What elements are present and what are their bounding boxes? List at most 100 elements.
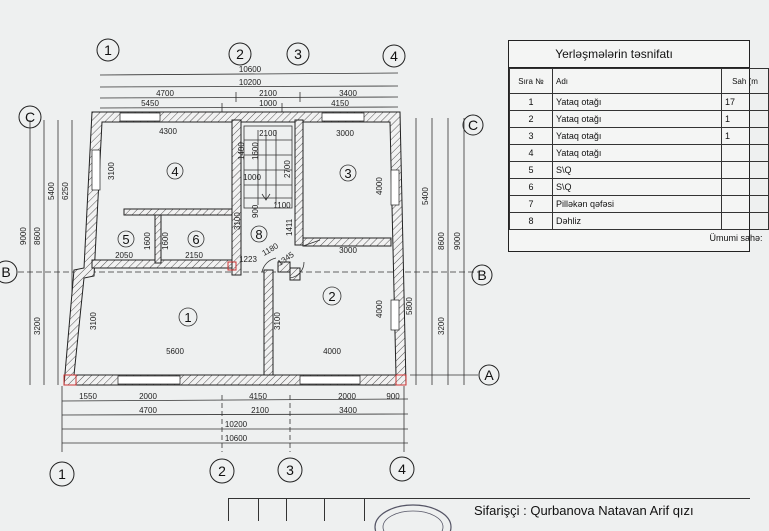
bottom-dimensions: 1550 2000 4150 2000 900 4700 2100 3400 1…	[61, 386, 409, 452]
axis-label-3-top: 3	[294, 46, 302, 62]
row-name: Yataq otağı	[552, 144, 722, 162]
floor-plan: 1 2 3 4 10600 10200 4700 2100 3400 5450 …	[0, 38, 500, 487]
dim-top-4150: 4150	[331, 99, 349, 108]
axis-label-3-bottom: 3	[286, 462, 294, 478]
dim-bottom-2100: 2100	[251, 406, 269, 415]
dim-bottom-4150: 4150	[249, 392, 267, 401]
stamp-icon	[374, 504, 452, 531]
dim-1000: 1000	[243, 173, 261, 182]
dim-r5-width: 2050	[115, 251, 133, 260]
dim-r6-height: 1600	[161, 232, 170, 250]
title-block-cell	[364, 499, 465, 521]
dim-right-5400: 5400	[421, 187, 430, 205]
dim-right-5800: 5800	[405, 297, 414, 315]
title-block-cell	[228, 499, 259, 521]
title-block-cell	[324, 499, 365, 521]
dim-bottom-10200: 10200	[225, 420, 248, 429]
row-area	[721, 212, 769, 230]
row-name: Yataq otağı	[552, 127, 722, 145]
dim-stair-width: 2100	[259, 129, 277, 138]
dim-1100: 1100	[273, 201, 291, 210]
title-block-cell	[286, 499, 325, 521]
row-name: Yataq otağı	[552, 93, 722, 111]
axis-label-4-top: 4	[390, 48, 398, 64]
dim-r2-height-2: 3100	[273, 312, 282, 330]
axis-label-2-top: 2	[236, 46, 244, 62]
room-label-8: 8	[255, 227, 262, 242]
row-name: S\Q	[552, 161, 722, 179]
dim-right-3200: 3200	[437, 317, 446, 335]
row-no: 4	[509, 144, 553, 162]
dim-r2-height: 4000	[375, 300, 384, 318]
dim-900: 900	[251, 204, 260, 218]
row-no: 3	[509, 127, 553, 145]
row-no: 2	[509, 110, 553, 128]
room-label-6: 6	[192, 232, 199, 247]
staircase	[243, 125, 293, 209]
dim-1411: 1411	[285, 218, 294, 236]
dim-top-10200: 10200	[239, 78, 262, 87]
dim-r4-width: 4300	[159, 127, 177, 136]
dim-left-3200: 3200	[33, 317, 42, 335]
row-area	[721, 195, 769, 213]
title-block-cell	[258, 499, 287, 521]
dim-right-8600: 8600	[437, 232, 446, 250]
dim-r1-width: 5600	[166, 347, 184, 356]
dim-1600: 1600	[251, 142, 260, 160]
dim-r8-width: 1223	[239, 255, 257, 264]
dim-r2-width: 4000	[323, 347, 341, 356]
row-area	[721, 178, 769, 196]
axis-markers-bottom: 1 2 3 4	[49, 456, 415, 487]
header-no: Sıra №	[509, 68, 553, 94]
row-no: 8	[509, 212, 553, 230]
dim-bottom-900: 900	[386, 392, 400, 401]
table-header-row: Sıra № Adı Sah (m	[509, 68, 769, 94]
total-area-label: Ümumi sahə:	[709, 233, 763, 243]
axis-label-1-bottom: 1	[58, 466, 66, 482]
axis-label-b-right: B	[477, 267, 486, 283]
dim-bottom-2000b: 2000	[338, 392, 356, 401]
top-dimensions: 10600 10200 4700 2100 3400 5450 1000 415…	[99, 65, 399, 112]
room-label-1: 1	[184, 310, 191, 325]
dim-left-8600: 8600	[33, 227, 42, 245]
row-name: S\Q	[552, 178, 722, 196]
dim-bottom-10600: 10600	[225, 434, 248, 443]
dim-r5-height: 1600	[143, 232, 152, 250]
doors	[261, 239, 321, 279]
dim-1400: 1400	[237, 142, 246, 160]
dim-r8-height: 3100	[233, 212, 242, 230]
header-area: Sah (m	[721, 68, 769, 94]
row-no: 5	[509, 161, 553, 179]
dim-r2-top: 3000	[339, 246, 357, 255]
header-name: Adı	[552, 68, 722, 94]
dim-top-4700: 4700	[156, 89, 174, 98]
axis-label-1-top: 1	[104, 42, 112, 58]
row-area	[721, 144, 769, 162]
table-title: Yerləşmələrin təsnifatı	[509, 41, 749, 68]
room-label-2: 2	[328, 289, 335, 304]
axis-label-c-right: C	[468, 117, 478, 133]
row-area: 17	[721, 93, 769, 111]
row-no: 7	[509, 195, 553, 213]
inner-dimensions: 4300 3100 3000 4000 2100 2700 1400 1600 …	[89, 127, 384, 356]
dim-top-5450: 5450	[141, 99, 159, 108]
dim-bottom-1550: 1550	[79, 392, 97, 401]
row-area: 1	[721, 110, 769, 128]
axis-label-a-right: A	[484, 367, 494, 383]
axis-label-4-bottom: 4	[398, 461, 406, 477]
row-name: Dəhliz	[552, 212, 722, 230]
dim-r3-height: 4000	[375, 177, 384, 195]
table-total-row: Ümumi sahə:	[510, 230, 769, 247]
dim-r6-width: 2150	[185, 251, 203, 260]
dim-r4-height: 3100	[107, 162, 116, 180]
room-label-5: 5	[122, 232, 129, 247]
dim-top-2100: 2100	[259, 89, 277, 98]
dim-bottom-3400: 3400	[339, 406, 357, 415]
